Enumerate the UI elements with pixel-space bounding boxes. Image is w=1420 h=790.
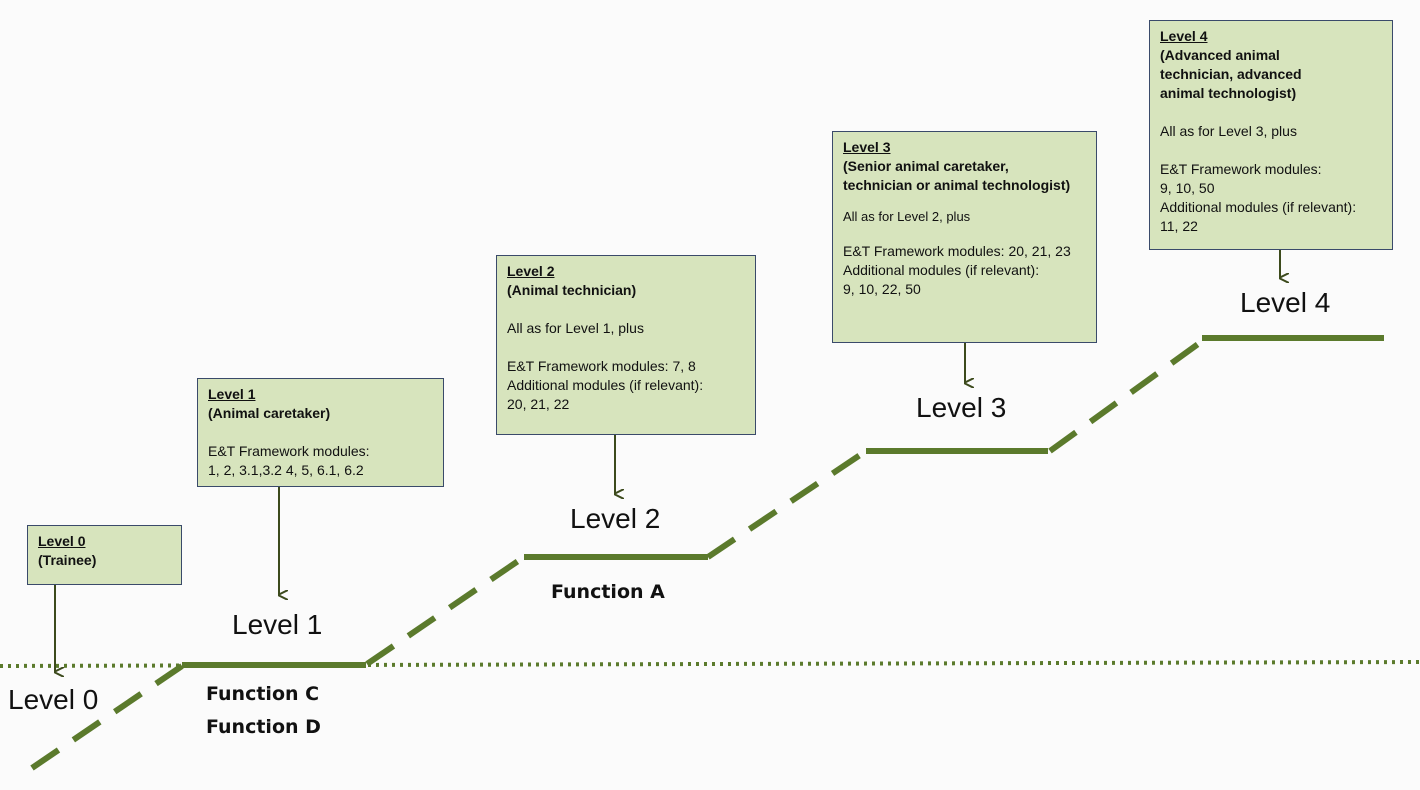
connector-3-4 [1048,336,1207,454]
function-a-label: Function A [551,581,665,603]
level-4-label: Level 4 [1240,287,1331,318]
level-3-heading: Level 3 [843,139,891,155]
level-1-modules: E&T Framework modules: 1, 2, 3.1,3.2 4, … [208,443,370,478]
level-1-role: (Animal caretaker) [208,405,331,421]
level-0-label: Level 0 [8,684,99,715]
level-4-heading: Level 4 [1160,28,1208,44]
level-4-role: (Advanced animal technician, advanced an… [1160,47,1302,101]
level-4-modules: E&T Framework modules: 9, 10, 50 Additio… [1160,161,1357,234]
level-4-intro: All as for Level 3, plus [1160,123,1297,139]
function-c-label: Function C [206,683,320,705]
level-0-role: (Trainee) [38,552,97,568]
connector-1-2 [365,554,526,667]
level-1-box: Level 1 (Animal caretaker) E&T Framework… [197,378,444,487]
level-3-box: Level 3 (Senior animal caretaker, techni… [832,131,1097,343]
level-2-role: (Animal technician) [507,282,637,298]
level-3-label: Level 3 [916,392,1007,423]
level-2-modules: E&T Framework modules: 7, 8 Additional m… [507,358,704,412]
level-1-heading: Level 1 [208,386,256,402]
function-d-label: Function D [206,716,321,738]
level-2-label: Level 2 [570,503,661,534]
level-2-box: Level 2 (Animal technician) All as for L… [496,255,756,435]
level-3-intro: All as for Level 2, plus [843,209,971,224]
level-3-role: (Senior animal caretaker, technician or … [843,158,1071,193]
connector-0-1 [30,663,184,771]
level-4-box: Level 4 (Advanced animal technician, adv… [1149,20,1393,250]
level-0-box: Level 0 (Trainee) [27,525,182,585]
level-2-heading: Level 2 [507,263,555,279]
level-1-label: Level 1 [232,609,323,640]
level-2-intro: All as for Level 1, plus [507,320,644,336]
level-3-modules: E&T Framework modules: 20, 21, 23 Additi… [843,243,1071,297]
connector-2-3 [706,448,868,560]
level-0-heading: Level 0 [38,533,86,549]
